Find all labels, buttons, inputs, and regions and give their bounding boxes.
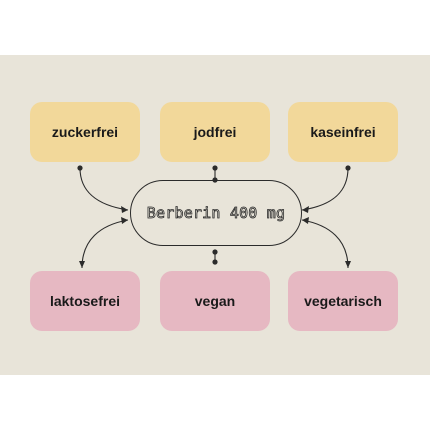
- arrow-vegetarisch-end: [345, 261, 351, 268]
- label-vegetarisch: vegetarisch: [304, 293, 382, 309]
- dot-zuckerfrei-end: [77, 165, 83, 171]
- arrow-zuckerfrei: [121, 206, 128, 213]
- connector-kaseinfrei: [301, 167, 349, 211]
- dot-jodfrei-top: [212, 165, 218, 171]
- box-vegetarisch: vegetarisch: [288, 271, 398, 331]
- connector-vegetarisch: [301, 219, 349, 269]
- label-kaseinfrei: kaseinfrei: [310, 124, 376, 140]
- label-zuckerfrei: zuckerfrei: [51, 124, 119, 140]
- connector-zuckerfrei: [79, 167, 129, 211]
- connector-laktosefrei: [81, 219, 129, 269]
- box-jodfrei: jodfrei: [160, 102, 270, 162]
- arrow-laktosefrei-end: [79, 261, 85, 268]
- center-label: Berberin 400 mg: [146, 204, 286, 223]
- dot-kaseinfrei-end: [345, 165, 351, 171]
- box-kaseinfrei: kaseinfrei: [288, 102, 398, 162]
- box-zuckerfrei: zuckerfrei: [30, 102, 140, 162]
- center-node: Berberin 400 mg: [130, 180, 302, 246]
- dot-vegan-top: [212, 249, 218, 255]
- box-laktosefrei: laktosefrei: [30, 271, 140, 331]
- box-vegan: vegan: [160, 271, 270, 331]
- arrow-laktosefrei-start: [121, 217, 128, 224]
- label-laktosefrei: laktosefrei: [49, 293, 121, 309]
- arrow-vegetarisch-start: [302, 217, 309, 224]
- dot-vegan-bottom: [212, 259, 218, 265]
- dot-jodfrei-bottom: [212, 177, 218, 183]
- label-jodfrei: jodfrei: [193, 124, 237, 140]
- label-vegan: vegan: [194, 293, 236, 309]
- arrow-kaseinfrei: [302, 206, 309, 213]
